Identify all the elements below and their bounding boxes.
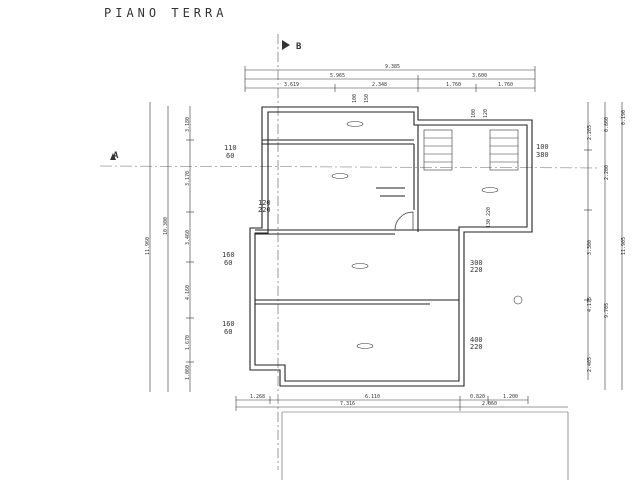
dim-left-6: 1.060 [185, 365, 191, 380]
opening-vertical: 130 220 [486, 207, 492, 228]
opening-top-2a: 100 [471, 109, 477, 118]
bottom-dimensions [235, 396, 568, 411]
dim-top-c: 3.619 [284, 82, 299, 88]
section-a-label: A [113, 151, 119, 161]
dim-bottom-e: 7.316 [340, 401, 355, 407]
opening-3a: 120 [258, 199, 271, 207]
opening-2a: 100 [536, 143, 549, 151]
building-walls [249, 106, 533, 387]
staircase [423, 129, 519, 171]
level-symbols [331, 121, 523, 349]
lot-boundary [281, 411, 569, 480]
dim-right-mid: 9.705 [604, 303, 610, 318]
dim-bottom-f: 2.060 [482, 401, 497, 407]
section-b-label: B [296, 42, 302, 52]
opening-3b: 220 [258, 206, 271, 214]
dim-right-top-a: 0.860 [604, 117, 610, 132]
dim-top-b: 3.600 [472, 73, 487, 79]
dim-right-2: 2.200 [604, 165, 610, 180]
dim-right-5: 2.405 [587, 357, 593, 372]
dim-left-3: 3.460 [185, 230, 191, 245]
opening-top-2b: 120 [483, 109, 489, 118]
dim-right-4: 4.175 [587, 297, 593, 312]
opening-top-1a: 100 [352, 94, 358, 103]
dim-bottom-d: 1.200 [503, 394, 518, 400]
dim-left-2: 3.170 [185, 171, 191, 186]
door-swing [394, 211, 414, 231]
dim-left-outer: 11.960 [145, 237, 151, 255]
dim-top-total: 9.385 [385, 64, 400, 70]
dim-left-mid: 10.300 [163, 217, 169, 235]
opening-7b: 220 [470, 343, 483, 351]
right-dimensions [584, 102, 623, 390]
opening-5b: 220 [470, 266, 483, 274]
opening-top-1b: 150 [364, 94, 370, 103]
dim-left-1: 3.180 [185, 117, 191, 132]
plan-title: PIANO TERRA [104, 6, 228, 20]
opening-4a: 160 [222, 251, 235, 259]
dim-left-5: 1.670 [185, 335, 191, 350]
opening-1b: 60 [226, 152, 234, 160]
opening-5a: 300 [470, 259, 483, 267]
left-dimensions [149, 102, 194, 392]
section-b-marker: B [277, 34, 302, 470]
dim-bottom-b: 6.110 [365, 394, 380, 400]
top-dimensions [244, 66, 536, 92]
opening-6a: 160 [222, 320, 235, 328]
opening-2b: 380 [536, 151, 549, 159]
dim-top-e: 1.760 [446, 82, 461, 88]
section-a-marker: A [99, 151, 601, 169]
dim-right-outer: 11.905 [621, 237, 627, 255]
opening-6b: 60 [224, 328, 232, 336]
dim-right-1: 2.265 [587, 125, 593, 140]
dim-left-4: 4.160 [185, 285, 191, 300]
dim-right-3: 3.300 [587, 240, 593, 255]
dim-bottom-a: 1.268 [250, 394, 265, 400]
opening-4b: 60 [224, 259, 232, 267]
dim-top-a: 5.965 [330, 73, 345, 79]
dim-top-f: 1.760 [498, 82, 513, 88]
dim-bottom-c: 0.820 [470, 394, 485, 400]
opening-labels: 110 60 100 380 120 220 160 60 300 220 16… [222, 143, 549, 351]
opening-7a: 400 [470, 336, 483, 344]
dim-top-d: 2.348 [372, 82, 387, 88]
opening-1a: 110 [224, 144, 237, 152]
dim-right-top-b: 0.190 [621, 110, 627, 125]
